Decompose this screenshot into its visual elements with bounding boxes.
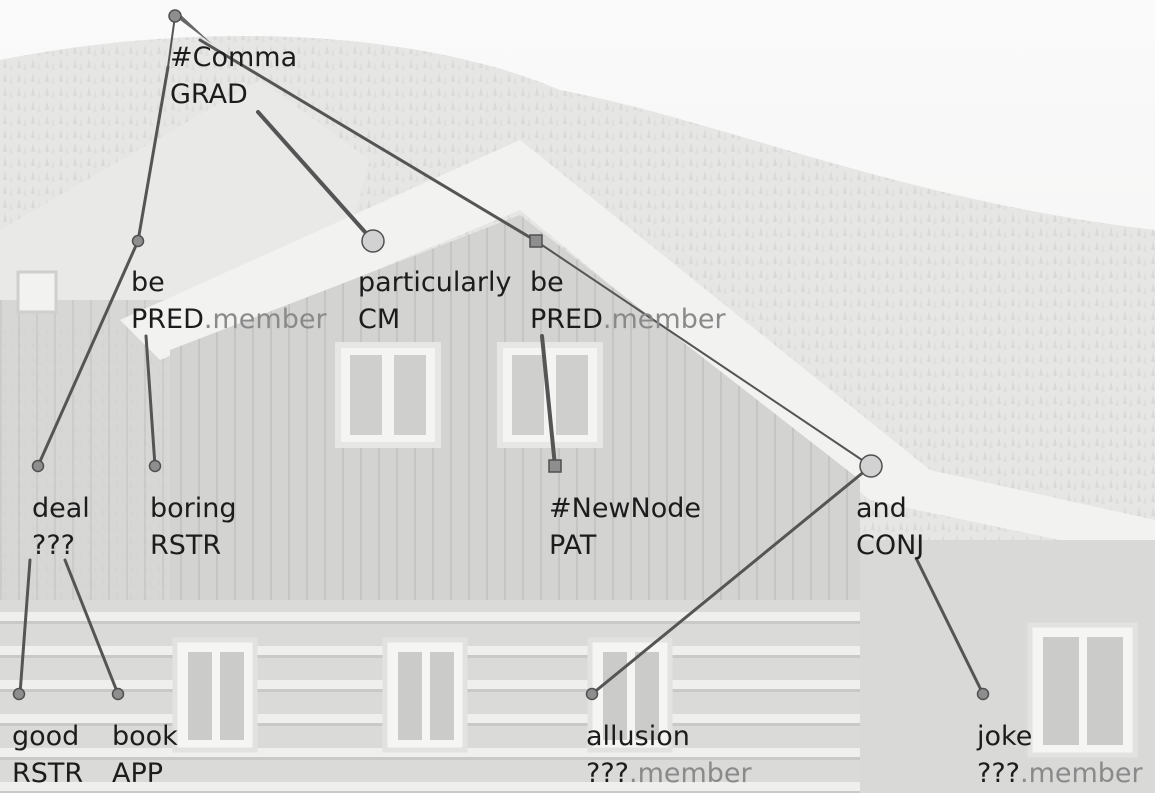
node-good-marker[interactable] <box>12 687 26 701</box>
node-particularly-marker[interactable] <box>361 229 385 253</box>
node-role: ???.member <box>586 758 752 789</box>
node-word: deal <box>32 493 90 524</box>
edge-comma-be2 <box>198 38 538 243</box>
edge-be2-and <box>535 240 872 467</box>
edge-be1-deal <box>36 239 140 468</box>
node-boring-marker[interactable] <box>148 459 162 473</box>
node-boring[interactable]: boring RSTR <box>150 490 237 564</box>
node-and-marker[interactable] <box>859 454 883 478</box>
node-word: particularly <box>358 267 512 298</box>
node-role: ???.member <box>977 758 1143 789</box>
node-word: be <box>131 267 165 298</box>
node-be2-marker[interactable] <box>529 234 543 248</box>
node-joke-marker[interactable] <box>976 687 990 701</box>
edge-be2-newnode <box>540 334 557 468</box>
node-word: good <box>12 721 80 752</box>
node-good[interactable]: good RSTR <box>12 718 83 792</box>
node-word: #NewNode <box>549 493 701 524</box>
edge-deal-book <box>63 558 120 696</box>
node-comma[interactable]: #Comma GRAD <box>170 39 297 113</box>
node-role: PAT <box>549 530 597 561</box>
edge-root-comma-wedge <box>172 14 212 44</box>
edge-comma-particularly <box>256 110 375 243</box>
node-role: ??? <box>32 530 75 561</box>
node-joke[interactable]: joke ???.member <box>977 718 1143 792</box>
node-role: RSTR <box>12 758 84 789</box>
node-role: CONJ <box>856 530 925 561</box>
tree-nodes <box>12 9 990 701</box>
node-be2[interactable]: be PRED.member <box>530 264 726 338</box>
node-role: RSTR <box>150 530 222 561</box>
node-book-marker[interactable] <box>111 687 125 701</box>
edge-and-allusion <box>590 464 873 696</box>
node-word: book <box>112 721 178 752</box>
node-be1-marker[interactable] <box>131 234 145 248</box>
tree-edges <box>18 14 985 696</box>
node-and[interactable]: and CONJ <box>856 490 924 564</box>
node-word: and <box>856 493 907 524</box>
node-role: CM <box>358 304 401 335</box>
node-word: joke <box>977 721 1033 752</box>
node-newnode[interactable]: #NewNode PAT <box>549 490 701 564</box>
node-allusion-marker[interactable] <box>585 687 599 701</box>
node-role: APP <box>112 758 164 789</box>
node-deal[interactable]: deal ??? <box>32 490 90 564</box>
node-role: PRED.member <box>530 304 726 335</box>
node-newnode-marker[interactable] <box>548 459 562 473</box>
node-particularly[interactable]: particularly CM <box>358 264 511 338</box>
node-allusion[interactable]: allusion ???.member <box>586 718 752 792</box>
edge-deal-good <box>18 558 32 696</box>
node-word: boring <box>150 493 237 524</box>
edge-and-joke <box>915 558 985 696</box>
edge-comma-be1 <box>136 65 170 243</box>
node-role: PRED.member <box>131 304 327 335</box>
node-role: GRAD <box>170 79 248 110</box>
node-book[interactable]: book APP <box>112 718 178 792</box>
node-deal-marker[interactable] <box>31 459 45 473</box>
node-root-marker[interactable] <box>168 9 182 23</box>
node-word: be <box>530 267 564 298</box>
edge-root-comma <box>167 15 176 68</box>
edge-be1-boring <box>144 334 157 468</box>
node-word: #Comma <box>170 42 298 73</box>
node-be1[interactable]: be PRED.member <box>131 264 327 338</box>
node-word: allusion <box>586 721 690 752</box>
